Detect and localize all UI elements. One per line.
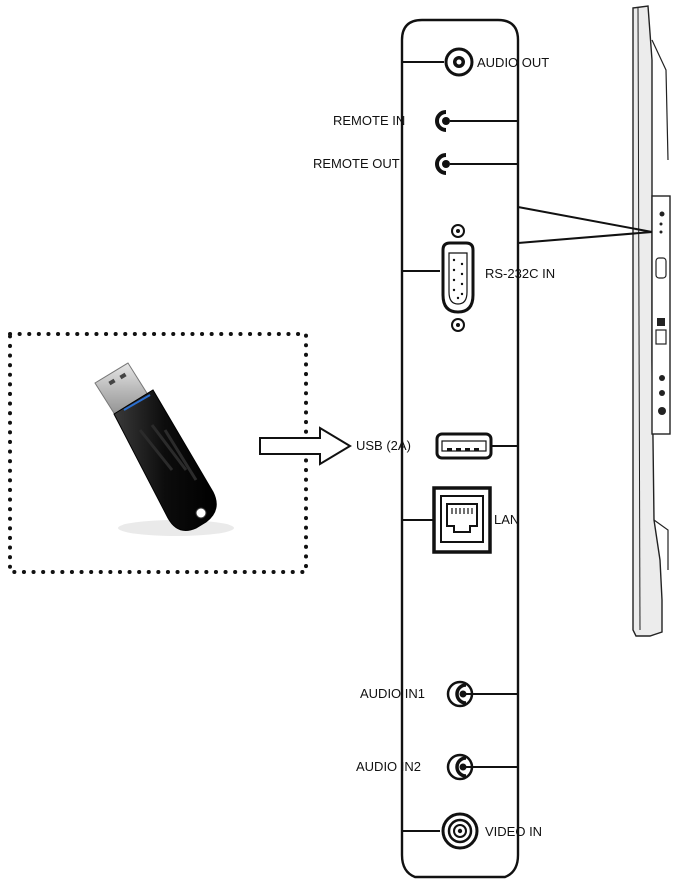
db9-serial-port-icon bbox=[441, 224, 475, 332]
rj45-lan-port-icon bbox=[432, 486, 492, 554]
usb-port: USB (2A) bbox=[356, 432, 518, 460]
usb-port-icon bbox=[435, 432, 493, 460]
remote-out-label: REMOTE OUT bbox=[313, 156, 400, 171]
usb-flash-drive-icon bbox=[94, 362, 234, 536]
lan-port: LAN bbox=[402, 486, 519, 554]
remote-in-port: REMOTE IN bbox=[333, 110, 518, 132]
usb-label: USB (2A) bbox=[356, 438, 411, 453]
monitor-side-view bbox=[632, 5, 671, 637]
usb-stick-frame bbox=[8, 332, 308, 574]
monitor-port-panel bbox=[651, 195, 671, 435]
lan-label: LAN bbox=[494, 512, 519, 527]
audio-in1-label: AUDIO IN1 bbox=[360, 686, 425, 701]
video-in-label: VIDEO IN bbox=[485, 824, 542, 839]
remote-out-port: REMOTE OUT bbox=[313, 153, 518, 175]
video-in-port: VIDEO IN bbox=[402, 812, 542, 850]
remote-in-label: REMOTE IN bbox=[333, 113, 405, 128]
right-arrow-icon bbox=[259, 426, 352, 466]
zoom-lines bbox=[517, 206, 653, 244]
audio-in1-port: AUDIO IN1 bbox=[360, 680, 518, 708]
audio-jack-icon bbox=[435, 110, 447, 132]
audio-in2-label: AUDIO IN2 bbox=[356, 759, 421, 774]
rs232c-label: RS-232C IN bbox=[485, 266, 555, 281]
audio-out-port: AUDIO OUT bbox=[402, 47, 549, 77]
rs232c-port: RS-232C IN bbox=[402, 224, 555, 332]
rca-jack-icon bbox=[441, 812, 479, 850]
audio-jack-icon bbox=[435, 153, 447, 175]
audio-out-label: AUDIO OUT bbox=[477, 55, 549, 70]
audio-in2-port: AUDIO IN2 bbox=[356, 753, 518, 781]
